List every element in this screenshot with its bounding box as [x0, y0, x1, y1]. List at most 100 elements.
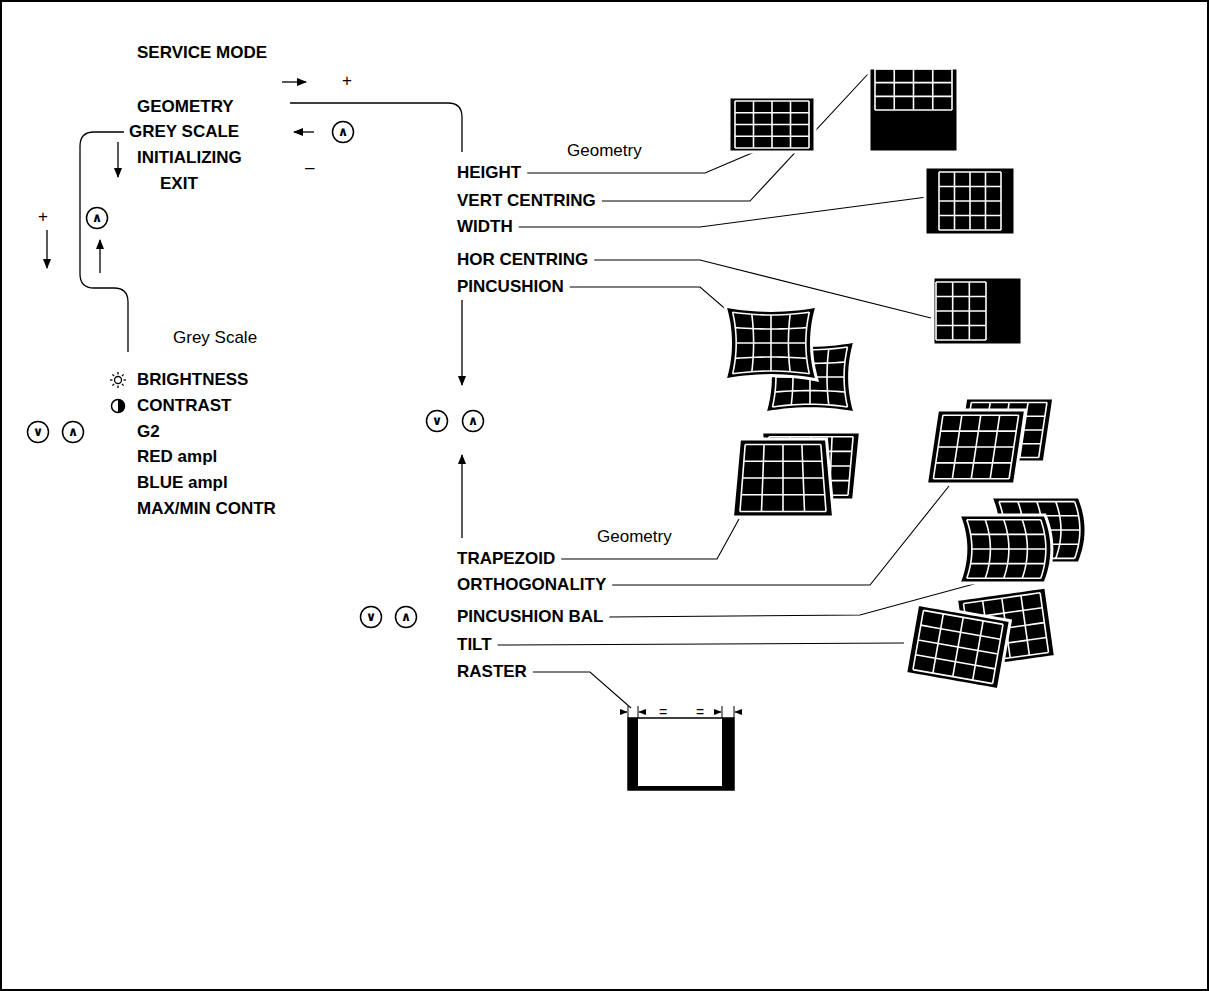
button-symbol: ∧: [394, 605, 418, 629]
grid-line: [939, 200, 1001, 202]
pattern-body: [725, 306, 817, 380]
menu-label: Geometry: [567, 141, 642, 161]
dimension-tick: [638, 706, 639, 718]
menu-label: INITIALIZING: [137, 148, 242, 168]
dimension-tick: [722, 706, 723, 718]
grid-line: [744, 460, 822, 462]
raster-bar: [628, 718, 638, 790]
menu-arrow: [294, 131, 314, 132]
grid-line: [971, 563, 1045, 565]
raster-bar: [722, 718, 734, 790]
grid-line: [875, 68, 952, 70]
raster-bar: [628, 786, 734, 790]
sun-ray: [112, 374, 114, 376]
contrast-ring: [112, 400, 125, 413]
grid-line: [735, 147, 809, 149]
grid-line: [743, 477, 824, 479]
menu-label: PINCUSHION: [457, 277, 564, 297]
dimension-mark: =: [696, 702, 704, 722]
sun-ray: [122, 374, 124, 376]
contrast-symbol: [112, 400, 125, 413]
grid-line: [939, 186, 1001, 188]
sun-core: [115, 377, 122, 384]
pattern-body: [925, 167, 1015, 235]
test-pattern: [959, 515, 1052, 583]
grid-line: [936, 462, 1012, 464]
grid-line: [741, 494, 824, 496]
dimension-arrow: [735, 712, 742, 713]
grid-line: [740, 511, 826, 513]
grid-line: [933, 478, 1009, 480]
grid-line: [733, 312, 810, 315]
menu-label: +: [38, 207, 48, 227]
sun-ray: [122, 384, 124, 386]
menu-label: RED ampl: [137, 447, 217, 467]
grid-line: [875, 82, 952, 84]
menu-label: CONTRAST: [137, 396, 231, 416]
sun-ray: [117, 386, 118, 389]
grid-line: [967, 519, 1041, 521]
grid-line: [916, 655, 996, 669]
grid-line: [769, 436, 853, 438]
test-pattern: [869, 68, 958, 152]
pattern-body: [732, 439, 833, 517]
button-circle: ∧: [394, 605, 418, 629]
grid-line: [967, 520, 972, 578]
grid-line: [733, 312, 737, 374]
grid-line: [943, 414, 1019, 416]
dimension-mark: =: [659, 702, 667, 722]
grid-line: [735, 124, 809, 126]
menu-label: TRAPEZOID: [457, 549, 555, 569]
button-circle: ∧: [331, 120, 355, 144]
button-circle: ∨: [425, 409, 449, 433]
leader-line: [498, 643, 904, 645]
dimension-arrow: [714, 712, 721, 713]
grid-line: [735, 100, 809, 102]
sun-ray: [112, 384, 114, 386]
grid-line: [893, 69, 895, 110]
pattern-body: [959, 515, 1052, 583]
leader-line: [533, 672, 631, 708]
button-circle: ∧: [61, 420, 85, 444]
grid-line: [875, 96, 952, 98]
pattern-body: [906, 604, 1011, 689]
menu-bracket: [80, 132, 128, 352]
menu-label: VERT CENTRING: [457, 191, 596, 211]
brightness-symbol: [110, 372, 126, 388]
grid-line: [938, 446, 1014, 448]
menu-arrow: [461, 300, 462, 385]
grid-line: [735, 328, 806, 329]
grid-line: [735, 357, 806, 358]
raster-figure: [628, 706, 734, 790]
dimension-tick: [734, 706, 735, 718]
test-pattern: [933, 277, 1022, 345]
grid-line: [971, 534, 1045, 536]
test-pattern: [906, 604, 1011, 689]
menu-label: –: [305, 158, 314, 178]
menu-label: HOR CENTRING: [457, 250, 588, 270]
grid-line: [936, 339, 986, 341]
grid-line: [844, 347, 847, 407]
grid-line: [939, 229, 1001, 231]
pattern-body: [933, 277, 1022, 345]
menu-label: G2: [137, 422, 160, 442]
menu-label: GEOMETRY: [137, 97, 234, 117]
grid-line: [936, 281, 986, 283]
test-pattern: [926, 410, 1025, 484]
dimension-arrow: [620, 712, 627, 713]
contrast-half: [118, 400, 125, 413]
grid-line: [936, 310, 986, 312]
menu-arrow: [461, 455, 462, 538]
sun-ray: [110, 379, 113, 380]
grid-line: [967, 577, 1041, 579]
button-symbol: ∧: [85, 206, 109, 230]
menu-label: RASTER: [457, 662, 527, 682]
grid-line: [971, 402, 1047, 404]
menu-arrow: [282, 81, 306, 82]
menu-label: +: [342, 71, 352, 91]
menu-label: ORTHOGONALITY: [457, 575, 606, 595]
menu-arrow: [99, 240, 100, 273]
menu-label: Geometry: [597, 527, 672, 547]
menu-label: Grey Scale: [173, 328, 257, 348]
